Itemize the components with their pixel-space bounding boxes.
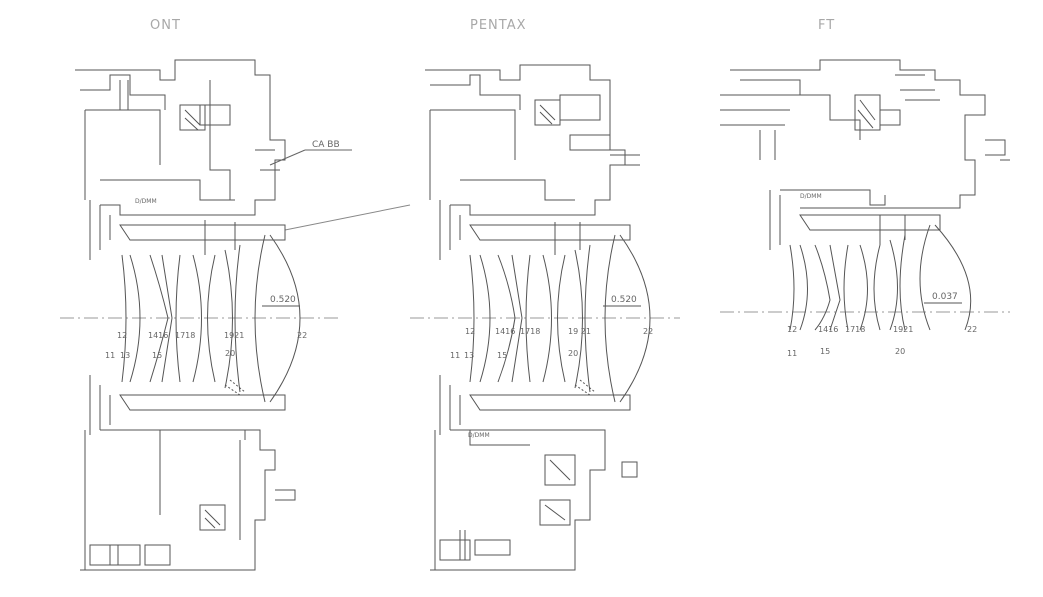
left-num-1718: 1718 bbox=[175, 331, 195, 340]
left-num-13: 13 bbox=[120, 351, 130, 360]
diaphragm-label-right: D/DMM bbox=[800, 193, 822, 200]
aperture-label-left: 0.520 bbox=[270, 295, 296, 305]
middle-num-22: 22 bbox=[643, 327, 653, 336]
middle-lens-drawing bbox=[410, 64, 680, 571]
right-num-11: 11 bbox=[787, 349, 797, 358]
lens-title-right: FT bbox=[818, 18, 836, 33]
right-num-1416: 1416 bbox=[818, 325, 838, 334]
right-lens-drawing bbox=[720, 59, 1010, 331]
lens-title-middle: PENTAX bbox=[470, 18, 527, 33]
right-num-15: 15 bbox=[820, 347, 830, 356]
callout-label: CA BB bbox=[312, 140, 340, 150]
middle-num-1921: 19 21 bbox=[568, 327, 591, 336]
left-num-22: 22 bbox=[297, 331, 307, 340]
middle-num-20: 20 bbox=[568, 349, 578, 358]
right-element-numbers: 12 1416 1718 1921 22 11 15 20 bbox=[787, 325, 977, 358]
left-num-11: 11 bbox=[105, 351, 115, 360]
left-element-numbers: 12 1416 1718 1921 22 11 13 15 20 bbox=[105, 331, 307, 360]
right-num-22: 22 bbox=[967, 325, 977, 334]
left-lens-drawing bbox=[60, 59, 411, 571]
right-num-1718: 1718 bbox=[845, 325, 865, 334]
right-num-1921: 1921 bbox=[893, 325, 913, 334]
diaphragm-label-left: D/DMM bbox=[135, 198, 157, 205]
aperture-label-middle: 0.520 bbox=[611, 295, 637, 305]
lens-title-left: ONT bbox=[150, 18, 181, 33]
left-num-12: 12 bbox=[117, 331, 127, 340]
middle-num-1718: 1718 bbox=[520, 327, 540, 336]
aperture-label-right: 0.037 bbox=[932, 292, 958, 302]
left-num-1416: 1416 bbox=[148, 331, 168, 340]
left-num-20: 20 bbox=[225, 349, 235, 358]
middle-num-12: 12 bbox=[465, 327, 475, 336]
middle-num-13: 13 bbox=[464, 351, 474, 360]
right-num-12: 12 bbox=[787, 325, 797, 334]
left-num-1921: 1921 bbox=[224, 331, 244, 340]
left-num-15: 15 bbox=[152, 351, 162, 360]
middle-num-1416: 1416 bbox=[495, 327, 515, 336]
middle-num-15: 15 bbox=[497, 351, 507, 360]
middle-num-11: 11 bbox=[450, 351, 460, 360]
right-num-20: 20 bbox=[895, 347, 905, 356]
diaphragm-label-middle: D/DMM bbox=[468, 432, 490, 439]
middle-element-numbers: 12 1416 1718 19 21 22 11 13 15 20 bbox=[450, 327, 653, 360]
